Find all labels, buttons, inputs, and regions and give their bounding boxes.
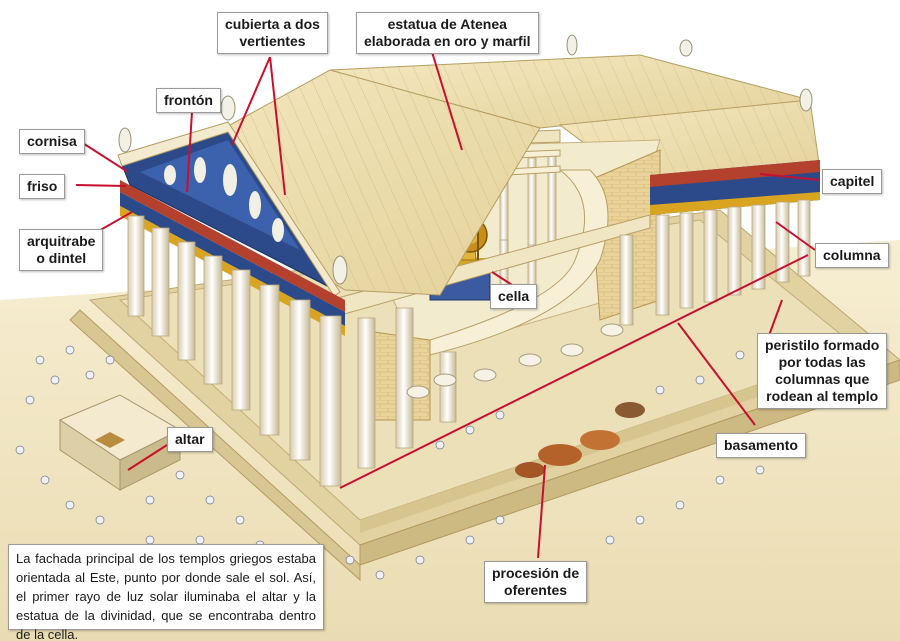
label-arquitrabe-line-1: arquitrabe — [27, 233, 96, 249]
label-fronton: frontón — [156, 88, 221, 113]
caption-box: La fachada principal de los templos grie… — [8, 544, 324, 641]
column-drums — [406, 323, 624, 399]
label-columna-text: columna — [823, 247, 881, 263]
label-cella: cella — [490, 284, 538, 309]
label-friso: friso — [19, 174, 66, 199]
label-cella-text: cella — [498, 288, 530, 304]
procession-figures — [515, 402, 645, 478]
label-capitel: capitel — [822, 169, 883, 194]
label-procesion-line-2: oferentes — [504, 582, 568, 598]
right-colonnade — [650, 160, 820, 316]
label-peristilo-line-4: rodean al templo — [766, 388, 879, 404]
label-arquitrabe-line-2: o dintel — [36, 250, 87, 266]
label-altar-text: altar — [175, 431, 205, 447]
label-estatua-line-1: estatua de Atenea — [387, 16, 507, 32]
crowd-figures — [15, 345, 765, 580]
label-procesion-line-1: procesión de — [492, 565, 580, 581]
label-cornisa: cornisa — [19, 129, 85, 154]
front-columns — [127, 215, 342, 487]
label-capitel-text: capitel — [830, 173, 875, 189]
label-fronton-text: frontón — [164, 92, 213, 108]
label-columna: columna — [815, 243, 889, 268]
label-peristilo-line-2: por todas las — [778, 354, 866, 370]
caption-text: La fachada principal de los templos grie… — [16, 551, 316, 641]
label-peristilo-line-1: peristilo formado — [765, 337, 880, 353]
label-peristilo-line-3: columnas que — [775, 371, 870, 387]
label-estatua-line-2: elaborada en oro y marfil — [364, 33, 531, 49]
roof-statues — [118, 34, 813, 285]
label-basamento: basamento — [716, 433, 806, 458]
label-cubierta-line-2: vertientes — [239, 33, 306, 49]
label-basamento-text: basamento — [724, 437, 798, 453]
label-friso-text: friso — [27, 178, 58, 194]
label-cornisa-text: cornisa — [27, 133, 77, 149]
label-cubierta-line-1: cubierta a dos — [225, 16, 320, 32]
label-altar: altar — [167, 427, 213, 452]
leader-lines — [75, 51, 821, 559]
altar-structure — [58, 394, 182, 491]
